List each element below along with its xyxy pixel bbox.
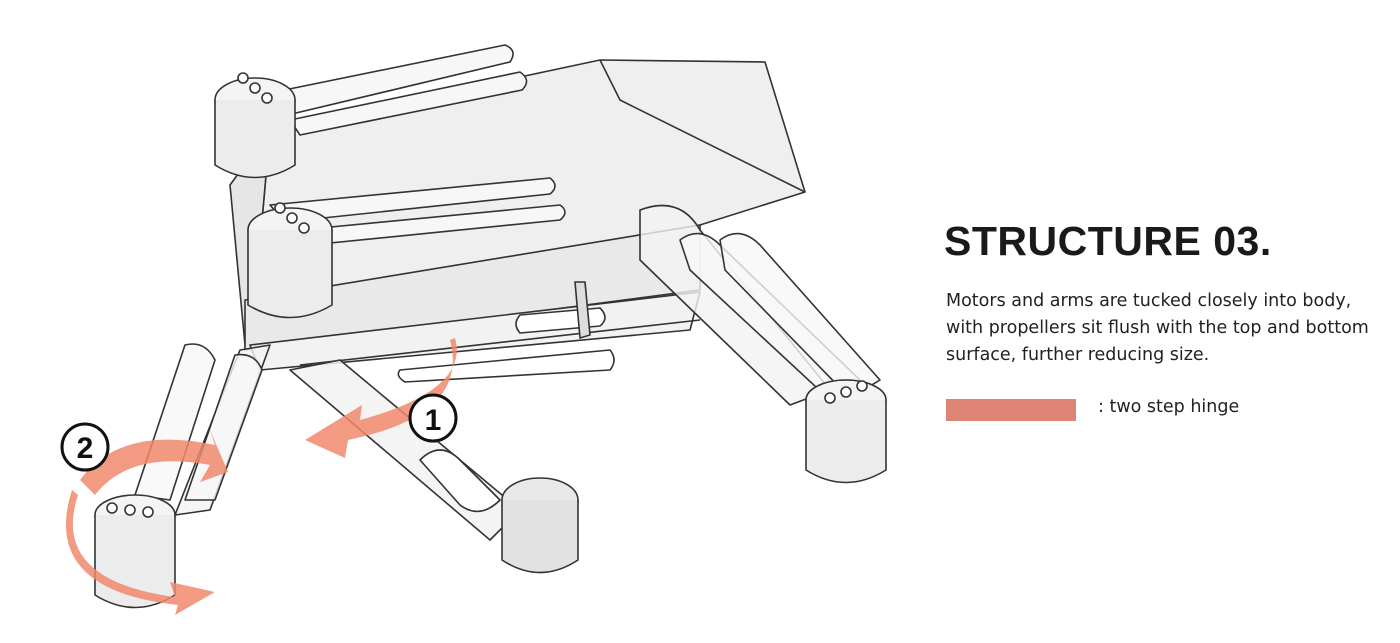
step-2-label: 2 xyxy=(77,432,94,465)
arrow-step-2-bottom xyxy=(65,490,215,615)
page-title: STRUCTURE 03. xyxy=(944,218,1272,264)
arrow-step-1 xyxy=(305,338,457,458)
right-rear-arm xyxy=(639,204,887,484)
step-1-label: 1 xyxy=(425,404,442,437)
hinge-arrows xyxy=(65,338,457,615)
front-arm xyxy=(289,359,579,574)
top-propellers xyxy=(259,44,566,246)
description-line: surface, further reducing size. xyxy=(946,345,1210,365)
description-line: Motors and arms are tucked closely into … xyxy=(946,291,1352,311)
legend-swatch xyxy=(946,399,1076,421)
left-arm xyxy=(94,343,271,609)
legend-label: : two step hinge xyxy=(1098,397,1240,417)
front-left-motor xyxy=(214,72,333,319)
description-line: with propellers sit flush with the top a… xyxy=(946,318,1369,338)
drone-illustration: 1 2 xyxy=(60,44,887,615)
description: Motors and arms are tucked closely into … xyxy=(946,288,1396,369)
arrow-step-2-top xyxy=(80,430,228,495)
step-1-marker: 1 xyxy=(408,393,458,443)
step-markers: 1 2 xyxy=(60,393,458,472)
step-2-marker: 2 xyxy=(60,422,110,472)
